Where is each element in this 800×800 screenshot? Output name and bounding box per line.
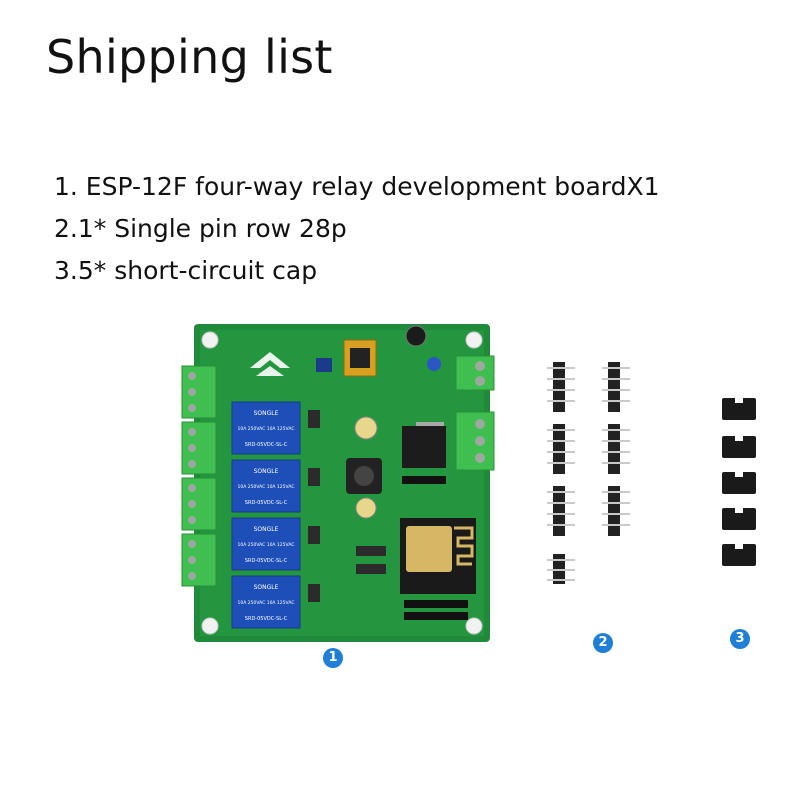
relay-group: SONGLE 10A 250VAC 10A 125VAC SRD-05VDC-S… [231,401,301,629]
item-number-badge: 3 [730,629,750,649]
list-item: 2.1* Single pin row 28p [54,214,347,243]
relay-spec-label: 10A 250VAC 10A 125VAC [238,542,295,548]
list-item: 1. ESP-12F four-way relay development bo… [54,172,660,201]
relay-brand-label: SONGLE [254,526,279,533]
pin-headers-image [546,362,631,584]
list-item: 3.5* short-circuit cap [54,256,318,285]
relay-spec-label: 10A 250VAC 10A 125VAC [238,426,295,432]
jumper-caps-image [722,398,756,566]
terminal-strip-left [181,365,217,587]
relay-model-label: SRD-05VDC-SL-C [245,558,288,564]
pin-header-short [547,554,575,584]
relay-board-image: SONGLE 10A 250VAC 10A 125VAC SRD-05VDC-S… [181,324,495,642]
page-title: Shipping list [46,30,333,84]
shipping-list: 1. ESP-12F four-way relay development bo… [54,166,660,292]
pin-header [547,362,575,412]
relay-brand-label: SONGLE [254,468,279,475]
relay-brand-label: SONGLE [254,584,279,591]
relay-brand-label: SONGLE [254,410,279,417]
relay-model-label: SRD-05VDC-SL-C [245,442,288,448]
item-number-badge: 1 [323,648,343,668]
relay-model-label: SRD-05VDC-SL-C [245,616,288,622]
relay-model-label: SRD-05VDC-SL-C [245,500,288,506]
relay-spec-label: 10A 250VAC 10A 125VAC [238,484,295,490]
item-number-badge: 2 [593,633,613,653]
relay-spec-label: 10A 250VAC 10A 125VAC [238,600,295,606]
